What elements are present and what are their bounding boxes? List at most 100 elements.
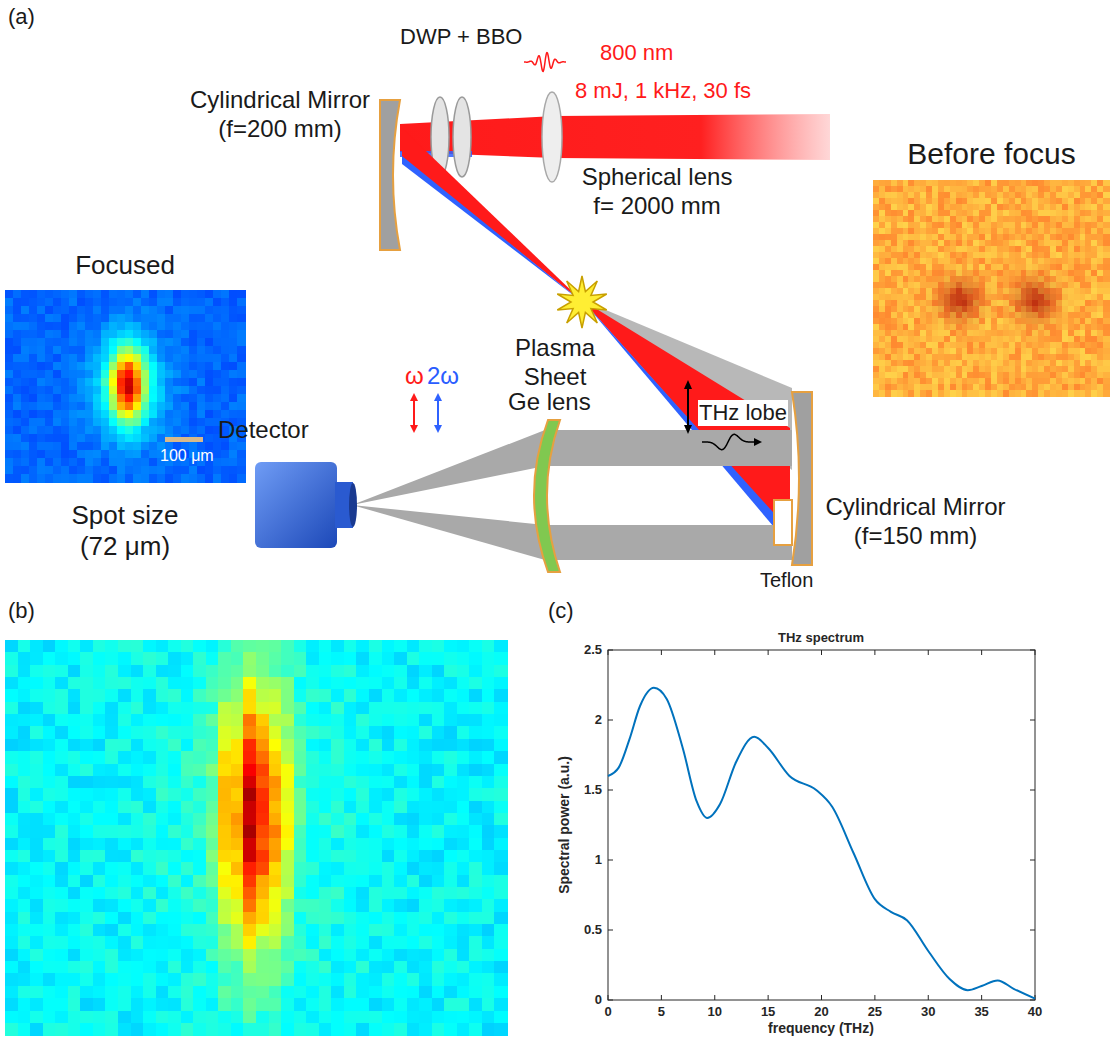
image-pixel bbox=[45, 314, 54, 323]
image-pixel bbox=[69, 370, 78, 379]
image-pixel bbox=[1015, 288, 1022, 295]
image-pixel bbox=[950, 180, 957, 187]
image-pixel bbox=[117, 394, 126, 403]
image-pixel bbox=[903, 342, 910, 349]
image-pixel bbox=[920, 324, 927, 331]
image-pixel bbox=[1091, 282, 1098, 289]
image-pixel bbox=[1044, 348, 1051, 355]
image-pixel bbox=[997, 270, 1004, 277]
image-pixel bbox=[1026, 252, 1033, 259]
image-pixel bbox=[1044, 306, 1051, 313]
image-pixel bbox=[61, 418, 70, 427]
image-pixel bbox=[956, 354, 963, 361]
image-pixel bbox=[1062, 324, 1069, 331]
image-pixel bbox=[926, 294, 933, 301]
image-pixel bbox=[997, 228, 1004, 235]
image-pixel bbox=[1021, 192, 1028, 199]
image-pixel bbox=[903, 240, 910, 247]
image-pixel bbox=[914, 246, 921, 253]
image-pixel bbox=[903, 390, 910, 397]
image-pixel bbox=[926, 186, 933, 193]
image-pixel bbox=[77, 298, 86, 307]
image-pixel bbox=[1097, 198, 1104, 205]
image-pixel bbox=[914, 222, 921, 229]
image-pixel bbox=[1038, 204, 1045, 211]
image-pixel bbox=[897, 234, 904, 241]
image-pixel bbox=[1026, 366, 1033, 373]
image-pixel bbox=[885, 312, 892, 319]
image-pixel bbox=[920, 378, 927, 385]
image-pixel bbox=[879, 294, 886, 301]
image-pixel bbox=[29, 298, 38, 307]
image-pixel bbox=[1068, 372, 1075, 379]
image-pixel bbox=[157, 362, 166, 371]
image-pixel bbox=[873, 228, 880, 235]
image-pixel bbox=[229, 314, 238, 323]
image-pixel bbox=[944, 306, 951, 313]
image-pixel bbox=[1080, 240, 1087, 247]
image-pixel bbox=[956, 348, 963, 355]
image-pixel bbox=[991, 240, 998, 247]
image-pixel bbox=[1044, 318, 1051, 325]
image-pixel bbox=[1044, 366, 1051, 373]
image-pixel bbox=[979, 360, 986, 367]
image-pixel bbox=[920, 342, 927, 349]
image-pixel bbox=[1026, 390, 1033, 397]
image-pixel bbox=[1103, 366, 1110, 373]
image-pixel bbox=[997, 294, 1004, 301]
image-pixel bbox=[891, 312, 898, 319]
image-pixel bbox=[932, 360, 939, 367]
image-pixel bbox=[1015, 372, 1022, 379]
image-pixel bbox=[1026, 204, 1033, 211]
image-pixel bbox=[879, 264, 886, 271]
image-pixel bbox=[1074, 228, 1081, 235]
image-pixel bbox=[897, 342, 904, 349]
image-pixel bbox=[873, 390, 880, 397]
image-pixel bbox=[149, 314, 158, 323]
image-pixel bbox=[885, 198, 892, 205]
image-pixel bbox=[979, 222, 986, 229]
image-pixel bbox=[1074, 288, 1081, 295]
image-pixel bbox=[1044, 342, 1051, 349]
image-pixel bbox=[165, 410, 174, 419]
image-pixel bbox=[956, 204, 963, 211]
image-pixel bbox=[93, 338, 102, 347]
image-pixel bbox=[1026, 294, 1033, 301]
image-pixel bbox=[967, 192, 974, 199]
image-pixel bbox=[1050, 198, 1057, 205]
image-pixel bbox=[897, 330, 904, 337]
image-pixel bbox=[991, 282, 998, 289]
image-pixel bbox=[141, 330, 150, 339]
image-pixel bbox=[962, 186, 969, 193]
image-pixel bbox=[1091, 294, 1098, 301]
image-pixel bbox=[213, 370, 222, 379]
image-pixel bbox=[1021, 234, 1028, 241]
image-pixel bbox=[1015, 204, 1022, 211]
image-pixel bbox=[1103, 276, 1110, 283]
image-pixel bbox=[61, 426, 70, 435]
image-pixel bbox=[891, 288, 898, 295]
image-pixel bbox=[1032, 342, 1039, 349]
image-pixel bbox=[938, 294, 945, 301]
image-pixel bbox=[920, 270, 927, 277]
image-pixel bbox=[29, 426, 38, 435]
image-pixel bbox=[1026, 240, 1033, 247]
image-pixel bbox=[53, 290, 62, 299]
image-pixel bbox=[53, 370, 62, 379]
image-pixel bbox=[1097, 288, 1104, 295]
image-pixel bbox=[189, 354, 198, 363]
image-pixel bbox=[157, 378, 166, 387]
image-pixel bbox=[903, 288, 910, 295]
image-pixel bbox=[1085, 288, 1092, 295]
image-pixel bbox=[914, 348, 921, 355]
image-pixel bbox=[85, 370, 94, 379]
image-pixel bbox=[1085, 378, 1092, 385]
image-pixel bbox=[85, 426, 94, 435]
image-pixel bbox=[1003, 372, 1010, 379]
image-pixel bbox=[914, 306, 921, 313]
image-pixel bbox=[944, 210, 951, 217]
image-pixel bbox=[962, 276, 969, 283]
image-pixel bbox=[903, 228, 910, 235]
image-pixel bbox=[979, 318, 986, 325]
image-pixel bbox=[1021, 294, 1028, 301]
